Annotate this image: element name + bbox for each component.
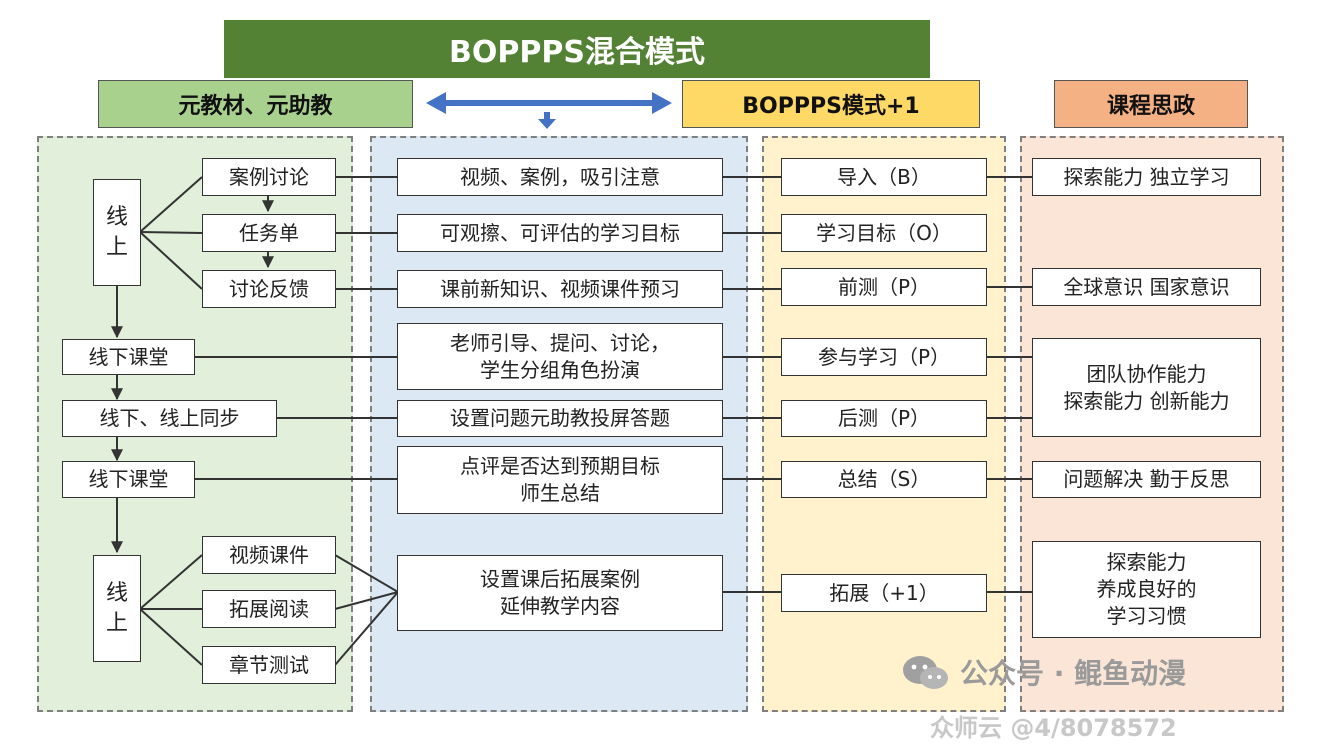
col2-box-7: 设置课后拓展案例 延伸教学内容 — [397, 555, 723, 631]
wechat-watermark-text: 公众号 · 鲲鱼动漫 — [960, 657, 1187, 690]
ideology-box-1: 探索能力 独立学习 — [1032, 158, 1261, 196]
online-char-1: 线 — [105, 204, 128, 230]
down-arrow-icon — [538, 112, 556, 129]
col2-box-4: 老师引导、提问、讨论， 学生分组角色扮演 — [397, 323, 723, 390]
ideology-box-5: 探索能力 养成良好的 学习习惯 — [1032, 541, 1261, 638]
col2-box-2: 可观擦、可评估的学习目标 — [397, 214, 723, 252]
boppps-participate-box: 参与学习（P） — [781, 338, 987, 376]
online-char-1: 线 — [105, 580, 128, 606]
header-col4: 课程思政 — [1054, 80, 1248, 128]
bottom-watermark: 众师云 @4/8078572 — [930, 714, 1177, 742]
task-sheet-box: 任务单 — [202, 214, 336, 252]
video-courseware-box: 视频课件 — [202, 536, 336, 574]
online-box-2: 线 上 — [93, 555, 141, 662]
header-col1: 元教材、元助教 — [98, 80, 413, 128]
offline-class-box-1: 线下课堂 — [62, 339, 195, 375]
online-box-1: 线 上 — [93, 179, 141, 286]
col2-box-5: 设置问题元助教投屏答题 — [397, 400, 723, 437]
online-char-2: 上 — [105, 610, 128, 636]
wechat-watermark: 公众号 · 鲲鱼动漫 — [900, 650, 1270, 694]
boppps-objective-box: 学习目标（O） — [781, 214, 987, 252]
case-discussion-box: 案例讨论 — [202, 158, 336, 196]
main-title: BOPPPS混合模式 — [224, 20, 930, 78]
extended-reading-box: 拓展阅读 — [202, 590, 336, 628]
discussion-feedback-box: 讨论反馈 — [202, 270, 336, 308]
header-col3: BOPPPS模式+1 — [682, 80, 980, 128]
boppps-posttest-box: 后测（P） — [781, 400, 987, 437]
ideology-box-2: 全球意识 国家意识 — [1032, 268, 1261, 306]
offline-class-box-2: 线下课堂 — [62, 461, 195, 498]
boppps-extension-box: 拓展（+1） — [781, 574, 987, 612]
double-arrow-icon — [426, 92, 672, 114]
ideology-box-4: 问题解决 勤于反思 — [1032, 461, 1261, 498]
chapter-test-box: 章节测试 — [202, 646, 336, 684]
sync-box: 线下、线上同步 — [62, 400, 277, 437]
ideology-box-3: 团队协作能力 探索能力 创新能力 — [1032, 338, 1261, 437]
col2-box-6: 点评是否达到预期目标 师生总结 — [397, 446, 723, 514]
boppps-intro-box: 导入（B） — [781, 158, 987, 196]
col2-box-3: 课前新知识、视频课件预习 — [397, 270, 723, 308]
boppps-pretest-box: 前测（P） — [781, 268, 987, 306]
online-char-2: 上 — [105, 234, 128, 260]
col2-box-1: 视频、案例，吸引注意 — [397, 158, 723, 196]
wechat-icon — [903, 656, 948, 689]
boppps-summary-box: 总结（S） — [781, 461, 987, 498]
